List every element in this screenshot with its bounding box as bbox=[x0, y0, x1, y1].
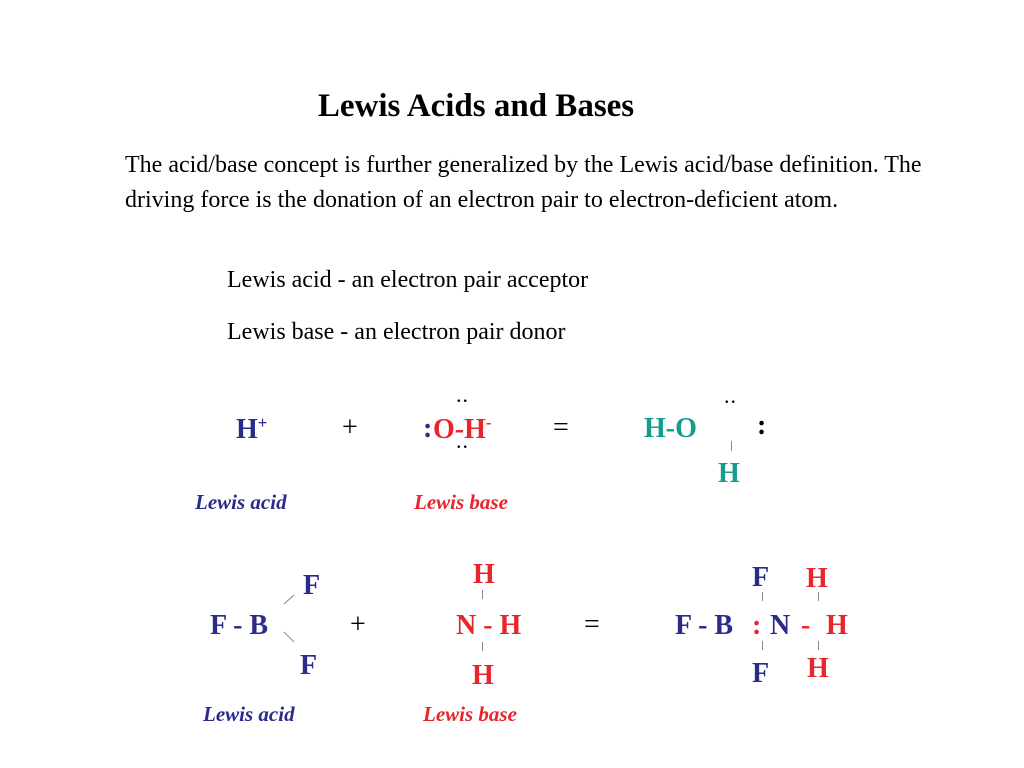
r2-product-bond-f-bottom bbox=[762, 641, 763, 650]
r2-base-bond-bottom bbox=[482, 642, 483, 651]
definition-lewis-base: Lewis base - an electron pair donor bbox=[227, 319, 566, 345]
r2-product-lone-pair: : bbox=[752, 610, 762, 641]
intro-paragraph: The acid/base concept is further general… bbox=[125, 152, 922, 213]
r1-base-lone-pair: : bbox=[423, 413, 433, 444]
r2-base-n-h: N - H bbox=[456, 610, 522, 641]
r1-base-dots-bottom: .. bbox=[456, 428, 469, 453]
r2-acid-f-top: F bbox=[303, 570, 321, 601]
r2-product-h-right: H bbox=[826, 610, 848, 641]
r2-product-bond-h-bottom bbox=[818, 641, 819, 650]
r2-base-h-top: H bbox=[473, 559, 495, 590]
r1-product-bond bbox=[731, 441, 732, 451]
r2-equals-sign: = bbox=[584, 609, 600, 640]
r2-product-f-bottom: F bbox=[752, 658, 770, 689]
r1-lewis-acid-label: Lewis acid bbox=[195, 490, 287, 514]
r2-product-n: N bbox=[770, 610, 791, 641]
r2-product-dash: - bbox=[801, 610, 811, 641]
r1-product-lone-pair: : bbox=[757, 410, 767, 441]
r1-base-dots-top: .. bbox=[456, 382, 469, 407]
r2-lewis-base-label: Lewis base bbox=[423, 702, 517, 726]
r2-acid-bonds bbox=[283, 594, 295, 643]
r1-base-hydroxide: O-H- bbox=[433, 413, 492, 446]
r1-lewis-base-label: Lewis base bbox=[414, 490, 508, 514]
r2-base-h-bottom: H bbox=[472, 660, 494, 691]
r1-product-h-o: H-O bbox=[644, 413, 697, 444]
r2-product-h-top: H bbox=[806, 563, 828, 594]
r1-acid-h-plus: H+ bbox=[236, 413, 268, 446]
r2-base-bond-top bbox=[482, 590, 483, 599]
r1-product-h: H bbox=[718, 458, 740, 489]
r1-product-dots-top: .. bbox=[724, 383, 737, 408]
r2-product-h-bottom: H bbox=[807, 653, 829, 684]
definition-lewis-acid: Lewis acid - an electron pair acceptor bbox=[227, 267, 589, 293]
r2-plus-sign: + bbox=[350, 609, 366, 640]
r2-product-bond-h-top bbox=[818, 592, 819, 601]
slide-title: Lewis Acids and Bases bbox=[317, 88, 635, 124]
r2-acid-f-bottom: F bbox=[300, 650, 318, 681]
r2-lewis-acid-label: Lewis acid bbox=[203, 702, 295, 726]
r1-equals-sign: = bbox=[553, 412, 569, 443]
r2-product-f-top: F bbox=[752, 562, 770, 593]
r2-product-f-b: F - B bbox=[675, 610, 734, 641]
r1-plus-sign: + bbox=[342, 412, 358, 443]
r2-product-bond-f-top bbox=[762, 592, 763, 601]
r2-acid-f-b: F - B bbox=[210, 610, 269, 641]
